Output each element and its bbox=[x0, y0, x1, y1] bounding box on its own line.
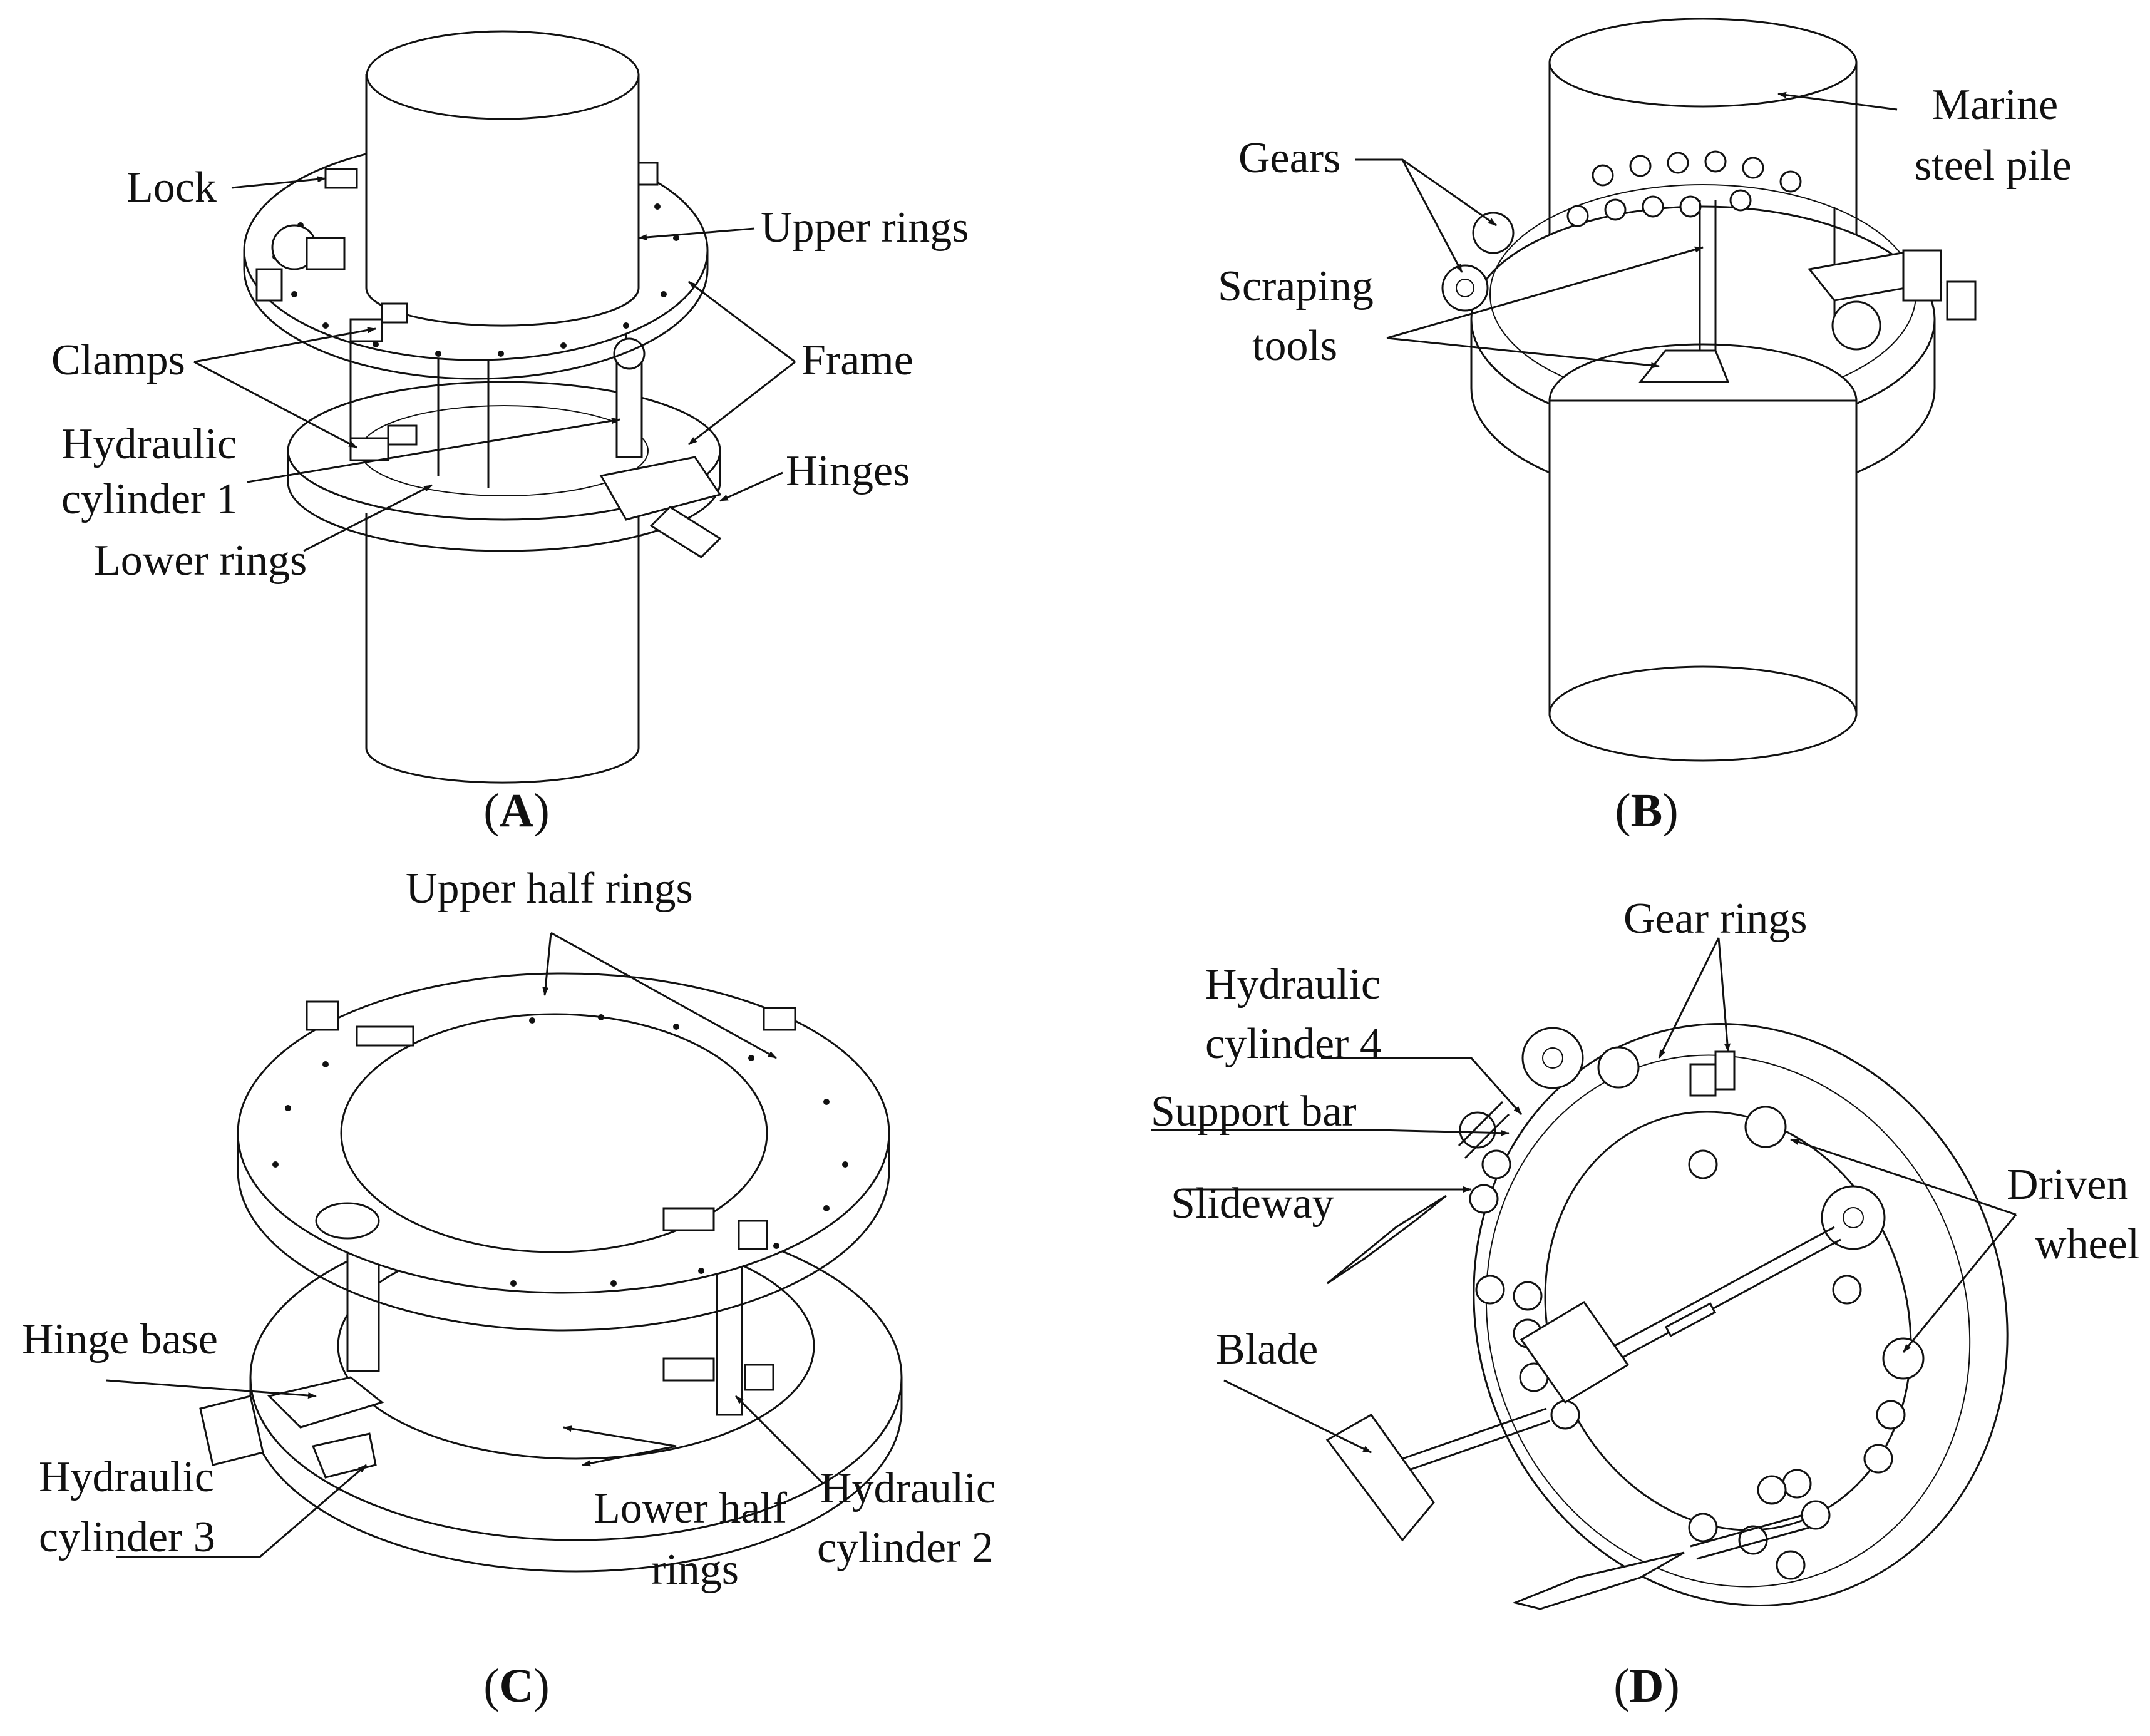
label-lower-rings: Lower rings bbox=[94, 537, 307, 585]
caption-d: (D) bbox=[1613, 1660, 1680, 1712]
caption-c: (C) bbox=[483, 1660, 550, 1712]
label-gears: Gears bbox=[1238, 134, 1340, 182]
label-scraping-line2: tools bbox=[1252, 322, 1337, 370]
caption-a: (A) bbox=[483, 784, 550, 837]
label-driven-line1: Driven bbox=[2007, 1161, 2128, 1209]
label-driven-line2: wheel bbox=[2035, 1220, 2139, 1268]
label-lower-half-line2: rings bbox=[651, 1546, 739, 1594]
panel-b-drawing bbox=[1441, 18, 1977, 762]
label-hydraulic-cylinder-4-line2: cylinder 4 bbox=[1205, 1020, 1382, 1068]
label-hinge-base: Hinge base bbox=[22, 1315, 218, 1364]
label-support-bar: Support bar bbox=[1151, 1087, 1357, 1136]
label-hydraulic-cylinder-2-line2: cylinder 2 bbox=[817, 1524, 994, 1572]
label-hydraulic-cylinder-1-line1: Hydraulic bbox=[61, 420, 237, 468]
caption-b: (B) bbox=[1615, 784, 1678, 837]
label-hydraulic-cylinder-3-line2: cylinder 3 bbox=[39, 1513, 215, 1561]
label-hydraulic-cylinder-4-line1: Hydraulic bbox=[1205, 960, 1381, 1009]
label-marine-line1: Marine bbox=[1931, 81, 2058, 129]
label-frame: Frame bbox=[801, 336, 913, 384]
label-gear-rings: Gear rings bbox=[1623, 895, 1808, 943]
label-slideway: Slideway bbox=[1171, 1179, 1334, 1228]
label-clamps: Clamps bbox=[51, 336, 185, 384]
label-upper-rings: Upper rings bbox=[761, 203, 969, 252]
label-lower-half-line1: Lower half bbox=[594, 1484, 788, 1533]
panel-c: Upper half rings Hinge base Hydraulic cy… bbox=[22, 865, 995, 1712]
label-lock: Lock bbox=[126, 163, 217, 212]
label-scraping-line1: Scraping bbox=[1218, 262, 1374, 311]
label-blade: Blade bbox=[1216, 1325, 1318, 1374]
label-hydraulic-cylinder-1-line2: cylinder 1 bbox=[61, 475, 238, 523]
panel-a-drawing bbox=[243, 30, 722, 784]
panel-c-drawing bbox=[199, 972, 903, 1573]
label-hydraulic-cylinder-2-line1: Hydraulic bbox=[820, 1464, 995, 1513]
panel-d-drawing bbox=[1325, 1023, 2009, 1610]
panel-a: Lock Upper rings Clamps Frame Hydraulic … bbox=[51, 30, 969, 837]
panel-b: Gears Marine steel pile Scraping tools (… bbox=[1218, 18, 2072, 837]
label-hydraulic-cylinder-3-line1: Hydraulic bbox=[39, 1453, 214, 1501]
panel-d: Gear rings Hydraulic cylinder 4 Support … bbox=[1151, 895, 2139, 1712]
label-hinges: Hinges bbox=[786, 447, 910, 495]
label-upper-half-rings: Upper half rings bbox=[406, 865, 693, 913]
label-marine-line2: steel pile bbox=[1915, 141, 2072, 190]
